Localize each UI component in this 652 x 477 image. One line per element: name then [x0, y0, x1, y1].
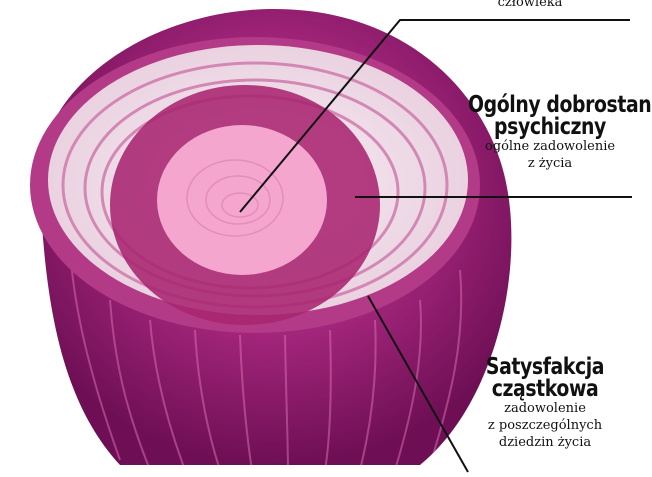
- label-top-sub-line-1: człowieka: [460, 0, 600, 11]
- label-top: człowieka: [460, 0, 600, 11]
- label-general-wellbeing-heading-1: Ogólny dobrostan: [468, 94, 632, 116]
- label-general-wellbeing-sub-2: z życia: [450, 155, 650, 172]
- label-partial-satisfaction-sub-3: dziedzin życia: [440, 434, 650, 451]
- label-partial-satisfaction-sub-2: z poszczególnych: [440, 417, 650, 434]
- label-general-wellbeing-heading-2: psychiczny: [468, 116, 632, 138]
- label-general-wellbeing: Ogólny dobrostan psychiczny ogólne zadow…: [450, 94, 650, 172]
- label-partial-satisfaction-heading-2: cząstkowa: [459, 378, 631, 400]
- label-general-wellbeing-sub-1: ogólne zadowolenie: [450, 138, 650, 155]
- label-partial-satisfaction-heading-1: Satysfakcja: [459, 356, 631, 378]
- label-partial-satisfaction-sub-1: zadowolenie: [440, 400, 650, 417]
- ring-core: [157, 125, 327, 275]
- label-partial-satisfaction: Satysfakcja cząstkowa zadowolenie z posz…: [440, 356, 650, 451]
